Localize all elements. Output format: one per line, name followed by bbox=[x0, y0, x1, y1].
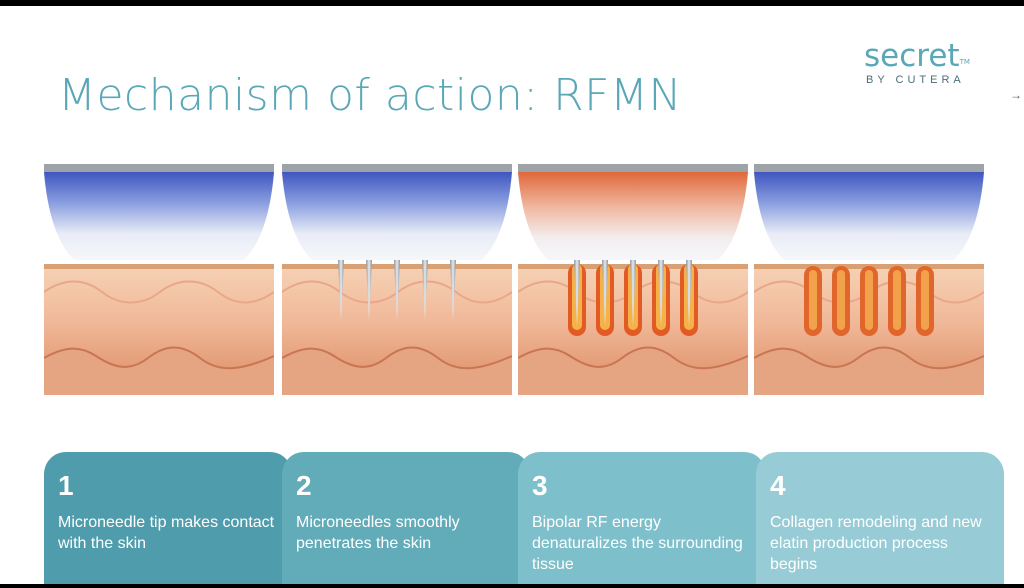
step-card-2: 2 Microneedles smoothly penetrates the s… bbox=[282, 452, 530, 584]
step-description: Microneedles smoothly penetrates the ski… bbox=[296, 514, 460, 552]
step-description: Collagen remodeling and new elatin produ… bbox=[770, 514, 982, 573]
logo-wordmark: secret bbox=[864, 38, 960, 74]
logo-subtitle: BY CUTERA bbox=[866, 74, 965, 86]
page-title: Mechanism of action: RFMN bbox=[58, 70, 682, 121]
step-number: 4 bbox=[770, 470, 786, 501]
step-number: 1 bbox=[58, 470, 74, 501]
step-number: 3 bbox=[532, 470, 548, 501]
collagen-columns bbox=[804, 266, 934, 336]
step-number: 2 bbox=[296, 470, 312, 501]
step-description: Microneedle tip makes contact with the s… bbox=[58, 514, 275, 552]
step-card-4: 4 Collagen remodeling and new elatin pro… bbox=[756, 452, 1004, 584]
panel-2-illustration bbox=[282, 160, 512, 395]
heated-microneedles bbox=[568, 260, 698, 336]
panel-1-illustration bbox=[44, 160, 274, 395]
slide: Mechanism of action: RFMN secretTM BY CU… bbox=[0, 6, 1024, 584]
step-card-1: 1 Microneedle tip makes contact with the… bbox=[44, 452, 292, 584]
logo-trademark: TM bbox=[959, 58, 970, 66]
step-description: Bipolar RF energy denaturalizes the surr… bbox=[532, 514, 743, 573]
next-arrow-icon[interactable]: → bbox=[1010, 88, 1022, 102]
step-card-3: 3 Bipolar RF energy denaturalizes the su… bbox=[518, 452, 766, 584]
panel-4-illustration bbox=[754, 160, 984, 395]
microneedles bbox=[338, 260, 456, 320]
panel-3-illustration bbox=[518, 160, 748, 395]
brand-logo: secretTM BY CUTERA bbox=[864, 40, 1004, 86]
